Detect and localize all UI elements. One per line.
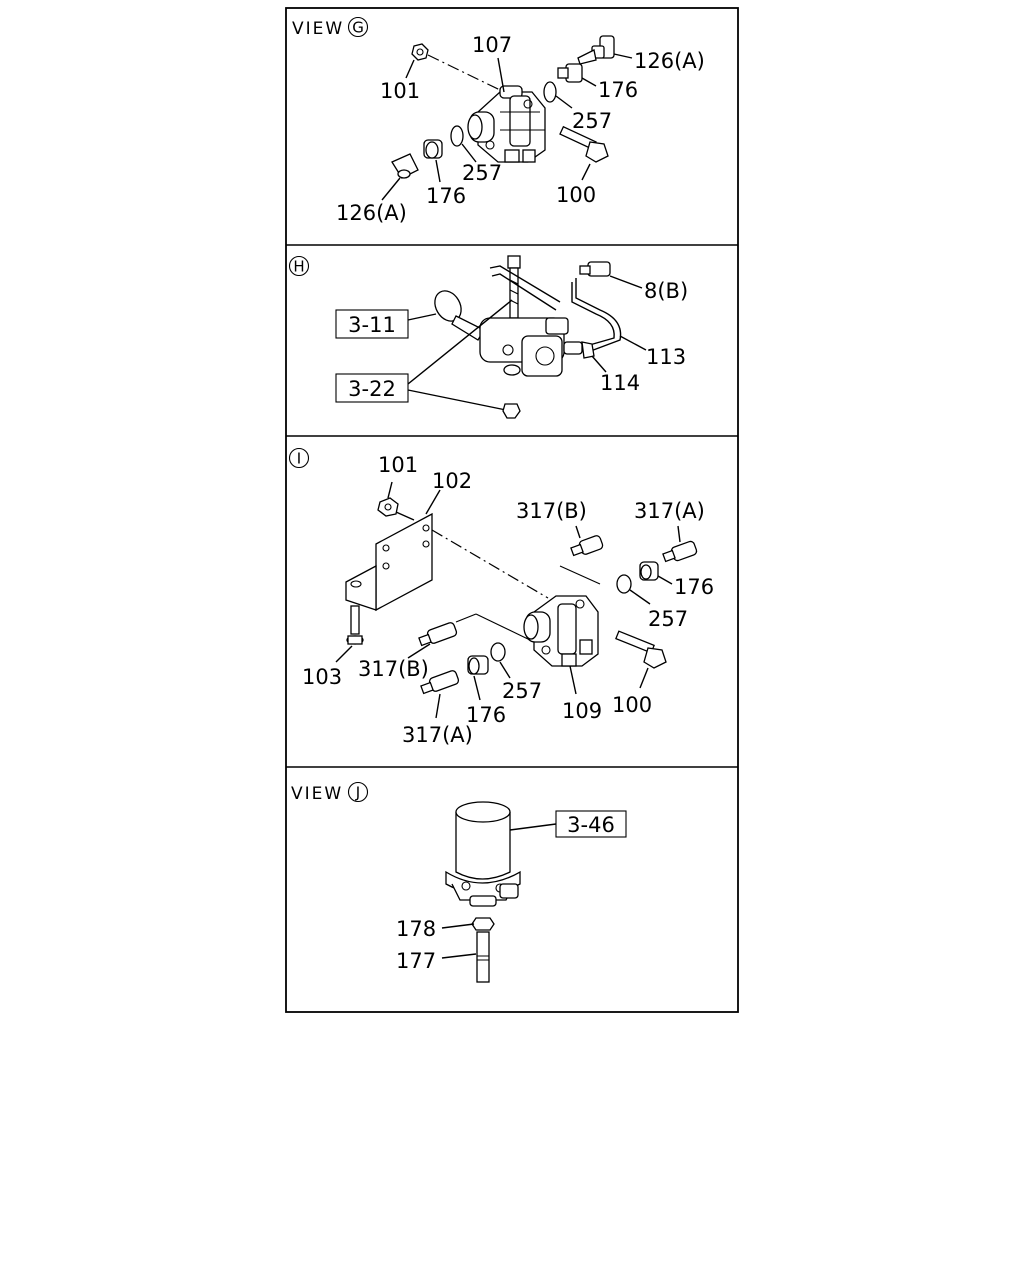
ref-box-3-22 — [335, 373, 409, 403]
label-j-177: 177 — [396, 949, 436, 973]
part-176-plug-bot — [423, 139, 443, 159]
label-g-257-mid: 257 — [462, 161, 502, 185]
ref-3-22: 3-22 — [348, 377, 396, 401]
part-103-bolt — [346, 605, 364, 645]
label-i-257-right: 257 — [648, 607, 688, 631]
label-h-113: 113 — [646, 345, 686, 369]
label-i-317a-top: 317(A) — [634, 499, 705, 523]
ref-3-46: 3-46 — [567, 813, 615, 837]
part-114-clip — [581, 341, 595, 359]
label-i-101: 101 — [378, 453, 418, 477]
diagram-frame — [285, 7, 739, 1013]
panel-i: I 101 102 103 — [288, 447, 714, 747]
label-h-8b: 8(B) — [644, 279, 688, 303]
panel-view-j: VIEW J 3-46 178 177 — [291, 781, 627, 983]
valve-assembly-g — [467, 85, 546, 163]
panel-g-marker-circle — [347, 16, 369, 38]
part-101-nut-i — [377, 497, 399, 517]
ref-box-3-11 — [335, 309, 409, 339]
label-g-101: 101 — [380, 79, 420, 103]
label-i-317b-top: 317(B) — [516, 499, 587, 523]
label-h-114: 114 — [600, 371, 640, 395]
panel-j-marker-circle — [347, 781, 369, 803]
part-317b-left — [418, 622, 458, 647]
part-102-bracket — [345, 512, 433, 612]
part-257-washer-top — [543, 81, 557, 103]
label-i-257-mid: 257 — [502, 679, 542, 703]
part-177-tube — [476, 931, 490, 983]
label-g-257-top: 257 — [572, 109, 612, 133]
label-g-126a-bot: 126(A) — [336, 201, 407, 225]
part-176-plug-top — [557, 63, 583, 83]
part-ball-knob — [434, 290, 485, 341]
part-101-nut — [411, 43, 429, 61]
label-i-103: 103 — [302, 665, 342, 689]
label-i-317a-bot: 317(A) — [402, 723, 473, 747]
part-126a-elbow-top — [577, 35, 615, 65]
part-176-plug-mid — [467, 655, 489, 675]
part-257-washer-right — [616, 574, 632, 594]
part-100-bolt-g — [559, 125, 609, 163]
panel-i-marker: I — [297, 450, 301, 468]
part-126a-fitting-bot — [391, 153, 419, 179]
label-g-100: 100 — [556, 183, 596, 207]
valve-assembly-h — [479, 317, 583, 377]
part-257-washer-mid-i — [490, 642, 506, 662]
part-8b-fitting — [579, 261, 611, 277]
valve-assembly-i — [523, 595, 599, 667]
label-i-100: 100 — [612, 693, 652, 717]
part-257-washer-mid — [450, 125, 464, 147]
label-i-102: 102 — [432, 469, 472, 493]
panel-i-marker-circle — [288, 447, 310, 469]
part-air-dryer — [445, 801, 521, 907]
part-317b-top — [570, 535, 604, 557]
panel-view-g: VIEW G 107 101 126(A — [292, 16, 705, 225]
part-nut-h — [502, 403, 521, 419]
part-317a-top — [662, 540, 698, 563]
label-i-176-mid: 176 — [466, 703, 506, 727]
ref-3-11: 3-11 — [348, 313, 396, 337]
panel-h-marker-circle — [288, 255, 310, 277]
panel-h-marker: H — [293, 258, 304, 276]
label-i-109: 109 — [562, 699, 602, 723]
part-317a-bot — [420, 670, 460, 695]
panel-g-title: VIEW — [292, 19, 344, 39]
label-j-178: 178 — [396, 917, 436, 941]
label-g-107: 107 — [472, 33, 512, 57]
panel-h: H 8(B) — [288, 255, 688, 419]
part-100-bolt-i — [615, 630, 667, 669]
part-178-drain — [471, 917, 495, 931]
panel-j-title: VIEW — [291, 784, 343, 804]
label-i-176-right: 176 — [674, 575, 714, 599]
part-176-plug-right — [639, 561, 659, 581]
label-g-176-bot: 176 — [426, 184, 466, 208]
panel-g-marker: G — [352, 19, 364, 37]
label-g-126a-top: 126(A) — [634, 49, 705, 73]
label-i-317b-left: 317(B) — [358, 657, 429, 681]
panel-j-marker: J — [355, 784, 360, 802]
label-g-176-top: 176 — [598, 78, 638, 102]
part-bolt-h — [507, 255, 521, 319]
